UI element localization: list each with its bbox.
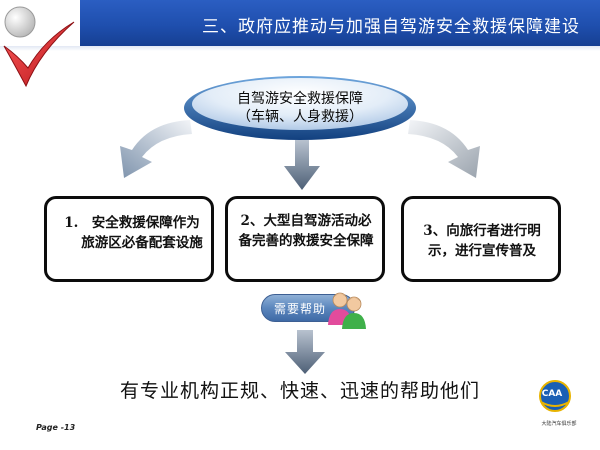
central-oval-line2: （车辆、人身救援） <box>237 109 363 125</box>
box-2-text: 2、大型自驾游活动必备完善的救援安全保障 <box>238 213 374 249</box>
arrow-down-bottom-icon <box>285 330 325 374</box>
caa-abbr: CAA <box>541 389 563 399</box>
bottom-statement: 有专业机构正规、快速、迅速的帮助他们 <box>119 380 480 402</box>
caa-name: 大陆汽车俱乐部 <box>541 421 577 427</box>
people-icon <box>328 292 366 329</box>
need-help-label: 需要帮助 <box>274 302 327 316</box>
box-1: 1. 安全救援保障作为旅游区必备配套设施 <box>44 196 214 282</box>
header-bar: 三、政府应推动与加强自驾游安全救援保障建设 <box>0 0 600 46</box>
central-oval-line1: 自驾游安全救援保障 <box>237 91 363 107</box>
box-2: 2、大型自驾游活动必备完善的救援安全保障 <box>225 196 385 282</box>
slide-title: 三、政府应推动与加强自驾游安全救援保障建设 <box>202 17 580 37</box>
central-oval <box>184 76 416 140</box>
checkmark-logo-icon <box>0 0 80 88</box>
caa-logo-icon <box>539 380 571 412</box>
arrow-down-icon <box>284 140 320 190</box>
central-oval-label: 自驾游安全救援保障 （车辆、人身救援） <box>182 90 418 126</box>
box-3: 3、向旅行者进行明示，进行宣传普及 <box>401 196 561 282</box>
box-3-text: 3、向旅行者进行明示，进行宣传普及 <box>423 223 541 259</box>
header-divider <box>0 46 600 51</box>
box-1-text: 1. 安全救援保障作为旅游区必备配套设施 <box>64 215 203 251</box>
arrow-left-icon <box>120 120 192 178</box>
page-number: Page -13 <box>36 423 76 432</box>
arrow-right-icon <box>408 120 480 178</box>
